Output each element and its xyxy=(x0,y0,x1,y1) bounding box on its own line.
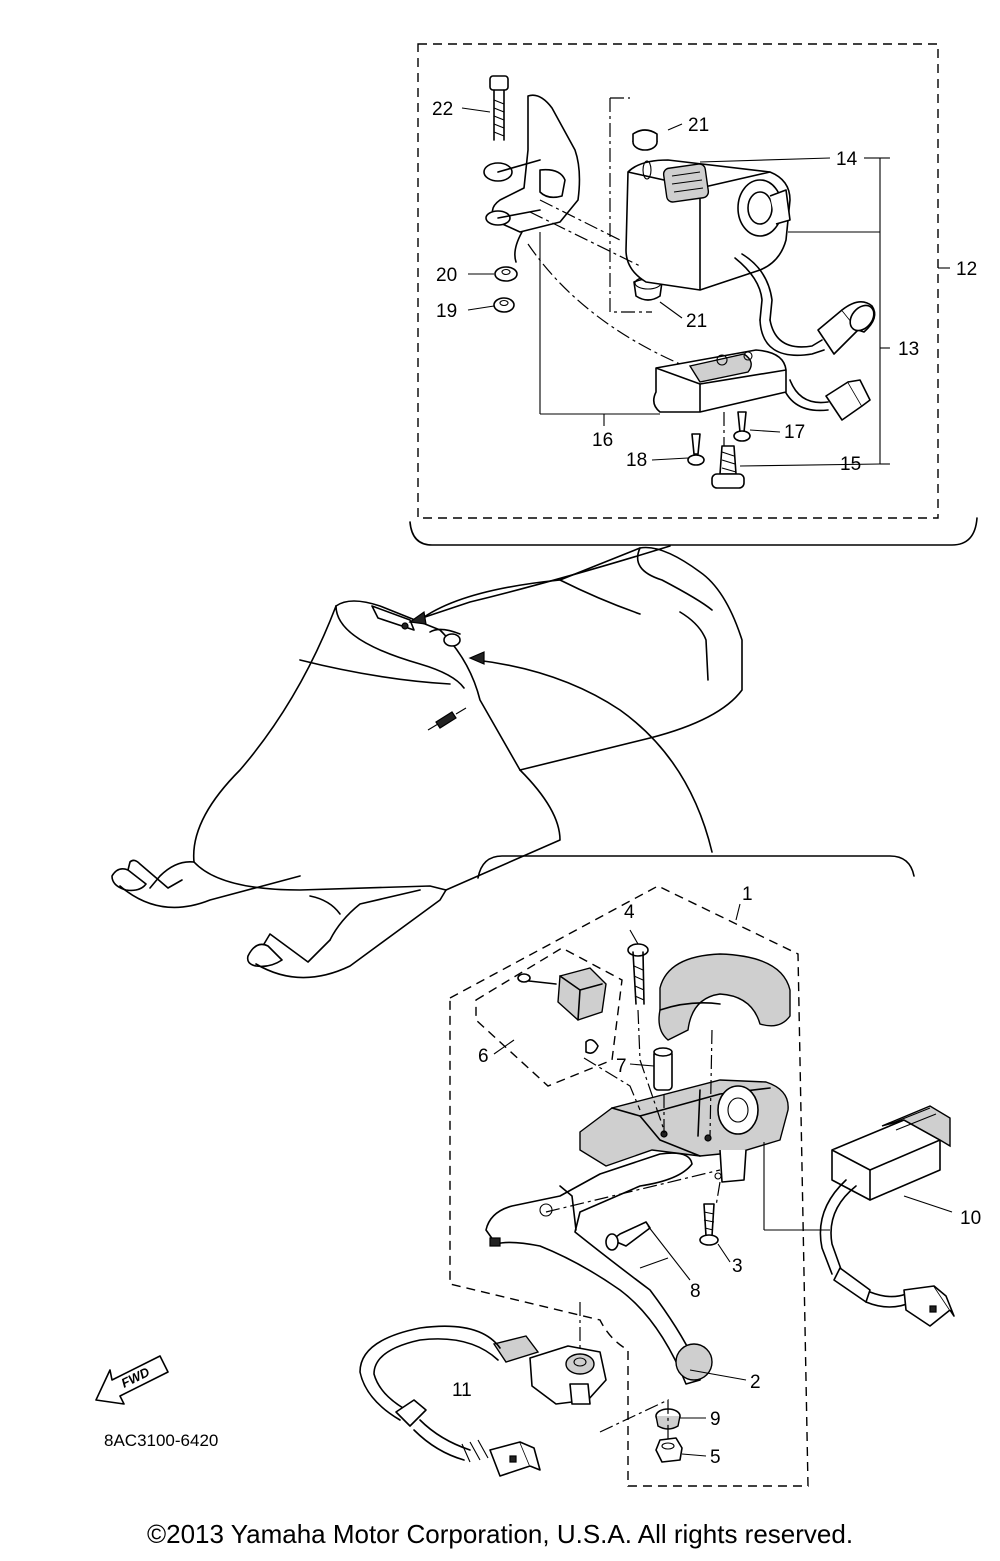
collar-7 xyxy=(653,1047,673,1091)
throttle-cover xyxy=(658,953,791,1041)
lower-housing-16 xyxy=(652,349,787,413)
nut-21-upper xyxy=(632,129,658,151)
fwd-arrow-icon: FWD xyxy=(95,1355,169,1405)
cable-13 xyxy=(734,253,876,356)
nut-5 xyxy=(655,1437,683,1463)
top-inset xyxy=(409,43,978,546)
callout-14: 14 xyxy=(836,149,858,170)
callout-19: 19 xyxy=(436,301,457,322)
top-inset-callout-bracket xyxy=(409,517,978,546)
screw-8 xyxy=(605,1221,651,1251)
bolt-3 xyxy=(699,1203,719,1246)
callout-15: 15 xyxy=(840,454,861,475)
callout-22: 22 xyxy=(432,99,453,120)
callout-10: 10 xyxy=(960,1208,981,1229)
mount-bracket xyxy=(483,94,581,233)
throttle-lever-2 xyxy=(485,1152,713,1385)
bolt-4 xyxy=(627,943,649,1005)
callout-3: 3 xyxy=(732,1256,743,1277)
callout-13: 13 xyxy=(898,339,919,360)
snowmobile xyxy=(111,546,743,979)
callout-9: 9 xyxy=(710,1409,721,1430)
callout-7: 7 xyxy=(616,1056,627,1077)
switch-housing-14 xyxy=(625,159,791,291)
callout-6: 6 xyxy=(478,1046,489,1067)
callout-5: 5 xyxy=(710,1447,721,1468)
callout-4: 4 xyxy=(624,902,635,923)
diagram-code: 8AC3100-6420 xyxy=(104,1431,218,1450)
throttle-switch-11 xyxy=(359,1325,607,1477)
throttle-housing xyxy=(579,1079,789,1183)
callout-17: 17 xyxy=(784,422,805,443)
kill-switch-6 xyxy=(517,967,607,1054)
callout-21-lower: 21 xyxy=(686,311,707,332)
callout-21-upper: 21 xyxy=(688,115,709,136)
bolt-22 xyxy=(489,75,509,141)
callout-arrows xyxy=(408,545,713,853)
washer-9 xyxy=(655,1408,681,1430)
copyright-notice: ©2013 Yamaha Motor Corporation, U.S.A. A… xyxy=(147,1519,853,1549)
callout-18: 18 xyxy=(626,450,647,471)
bottom-inset-leaders xyxy=(493,903,953,1457)
connector-16b xyxy=(825,379,871,421)
top-inset-dashed-frame xyxy=(417,43,939,519)
bottom-inset-dashed-frame xyxy=(449,885,809,1487)
callout-1: 1 xyxy=(742,884,753,905)
callout-2: 2 xyxy=(750,1372,761,1393)
callout-20: 20 xyxy=(436,265,457,286)
screw-18 xyxy=(687,433,705,466)
top-inset-leaders xyxy=(461,107,950,467)
callout-labels: 22 21 14 12 20 19 21 13 16 17 18 15 1 4 … xyxy=(432,99,981,1468)
bottom-inset xyxy=(449,855,915,1487)
bottom-inset-callout-bracket xyxy=(477,855,915,879)
nut-21-group-frame xyxy=(609,98,652,313)
screw-17 xyxy=(733,411,751,442)
callout-11: 11 xyxy=(452,1380,472,1401)
kit-6-dashed-frame xyxy=(475,947,623,1087)
callout-16: 16 xyxy=(592,430,613,451)
screw-15 xyxy=(711,445,745,489)
callout-8: 8 xyxy=(690,1281,701,1302)
callout-12: 12 xyxy=(956,259,977,280)
connector-10 xyxy=(819,1105,955,1327)
